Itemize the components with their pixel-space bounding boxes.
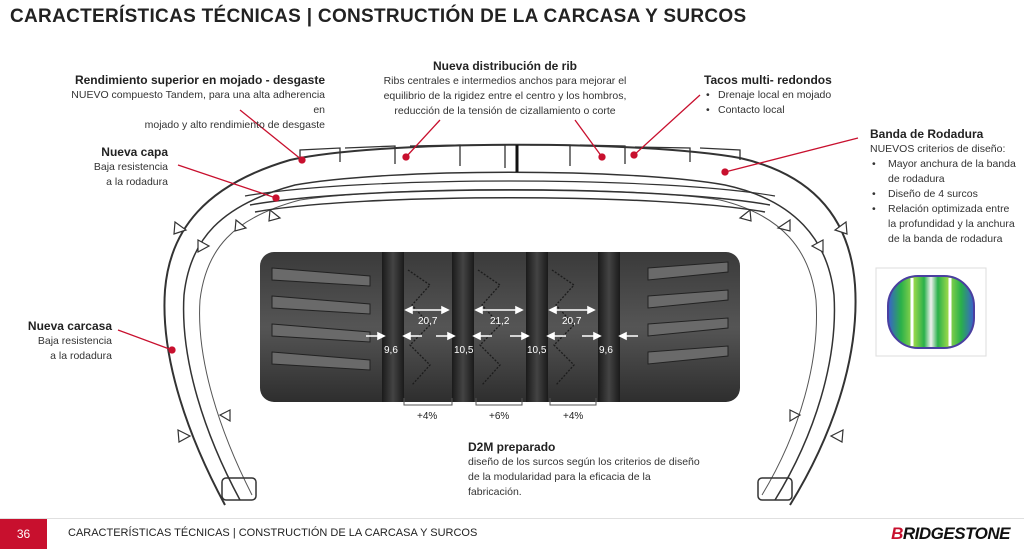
- banda-intro: NUEVOS criterios de diseño:: [870, 143, 1006, 155]
- rib-distribution-heading: Nueva distribución de rib: [432, 59, 578, 73]
- rib-text-1: Ribs centrales e intermedios anchos para…: [383, 75, 627, 87]
- d2m-block: D2M preparado diseño de los surcos según…: [468, 439, 718, 500]
- groove-4: [598, 252, 620, 402]
- banda-block: Banda de Rodadura NUEVOS criterios de di…: [870, 126, 1020, 247]
- carcasa-text-2: a la rodadura: [50, 350, 112, 362]
- dimension-label: 9,6: [599, 345, 613, 356]
- tacos-item: Contacto local: [704, 103, 864, 118]
- banda-item: Diseño de 4 surcos: [870, 187, 1020, 202]
- tacos-item: Drenaje local en mojado: [704, 88, 864, 103]
- page-number: 36: [0, 519, 47, 549]
- d2m-text-2: de la modularidad para la eficacia de la: [468, 471, 651, 483]
- rib-text-3: reducción de la tensión de cizallamiento…: [394, 105, 616, 117]
- dimension-label: 20,7: [562, 316, 582, 327]
- capa-text-1: Baja resistencia: [93, 161, 168, 173]
- percentage-label: +4%: [563, 411, 584, 422]
- groove-1: [382, 252, 404, 402]
- wet-performance-block: Rendimiento superior en mojado - desgast…: [60, 72, 325, 133]
- d2m-text-3: fabricación.: [468, 486, 522, 498]
- banda-item: Mayor anchura de la banda de rodadura: [870, 157, 1020, 187]
- capa-heading: Nueva capa: [101, 145, 168, 159]
- banda-heading: Banda de Rodadura: [870, 127, 984, 141]
- percentage-label: +4%: [417, 411, 438, 422]
- capa-block: Nueva capa Baja resistencia a la rodadur…: [60, 144, 168, 190]
- footer-title: CARACTERÍSTICAS TÉCNICAS | CONSTRUCTIÓN …: [68, 527, 478, 539]
- dimension-label: 20,7: [418, 316, 438, 327]
- carcasa-heading: Nueva carcasa: [27, 319, 112, 333]
- wet-performance-text-2: mojado y alto rendimiento de desgaste: [144, 119, 325, 131]
- carcasa-text-1: Baja resistencia: [37, 335, 112, 347]
- rib-distribution-block: Nueva distribución de rib Ribs centrales…: [365, 58, 645, 119]
- wet-performance-heading: Rendimiento superior en mojado - desgast…: [74, 73, 325, 87]
- capa-text-2: a la rodadura: [106, 176, 168, 188]
- d2m-heading: D2M preparado: [468, 440, 556, 454]
- d2m-text-1: diseño de los surcos según los criterios…: [468, 456, 700, 468]
- logo-rest: RIDGESTONE: [902, 524, 1011, 543]
- dimension-label: 10,5: [454, 345, 474, 356]
- dimension-label: 21,2: [490, 316, 510, 327]
- tire-inner-carcass: [182, 171, 836, 501]
- tire-cross-section-illustration: [117, 94, 987, 506]
- rib-text-2: equilibrio de la rigidez entre el centro…: [383, 90, 627, 102]
- logo-b: B: [891, 524, 903, 543]
- percentage-label: +6%: [489, 411, 510, 422]
- tacos-heading: Tacos multi- redondos: [704, 73, 832, 87]
- dimension-label: 9,6: [384, 345, 398, 356]
- footer: 36 CARACTERÍSTICAS TÉCNICAS | CONSTRUCTI…: [0, 518, 1024, 549]
- page-title: CARACTERÍSTICAS TÉCNICAS | CONSTRUCTIÓN …: [10, 6, 747, 27]
- wet-performance-text-1: NUEVO compuesto Tandem, para una alta ad…: [71, 89, 325, 116]
- groove-3: [526, 252, 548, 402]
- bridgestone-logo: BRIDGESTONE: [891, 524, 1010, 544]
- tacos-block: Tacos multi- redondos Drenaje local en m…: [704, 72, 864, 118]
- banda-item: Relación optimizada entre la profundidad…: [870, 202, 1020, 247]
- groove-2: [452, 252, 474, 402]
- dimension-label: 10,5: [527, 345, 547, 356]
- carcasa-block: Nueva carcasa Baja resistencia a la roda…: [10, 318, 112, 364]
- tire-outer-profile: [163, 143, 857, 506]
